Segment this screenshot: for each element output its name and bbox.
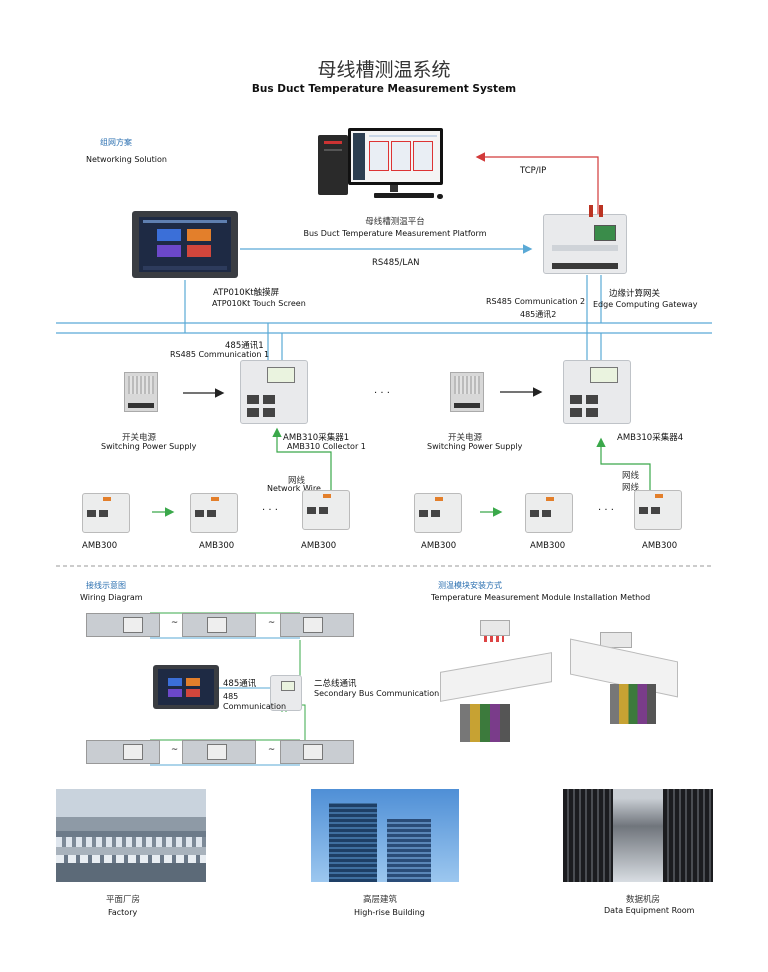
secondary-label-cn: 二总线通讯 (314, 679, 357, 689)
wiring-heading-cn: 接线示意图 (86, 581, 126, 590)
server-tower (318, 135, 348, 195)
keyboard (374, 193, 434, 198)
tilde-4: ~ (268, 745, 276, 755)
tcpip-label: TCP/IP (520, 166, 547, 176)
netwire2-label-1: 网线 (622, 471, 640, 481)
data-room-photo (563, 789, 713, 882)
ellipsis-middle: · · · (374, 388, 390, 399)
rs485c1-label-cn: 485通讯1 (225, 341, 264, 351)
wiring-touch-screen (153, 665, 219, 709)
title-cn: 母线槽测温系统 (317, 59, 451, 81)
comm485-label-cn: 485通讯 (223, 679, 257, 689)
amb300-module-2 (190, 493, 238, 533)
amb300-label-5: AMB300 (530, 541, 566, 551)
amb300-label-4: AMB300 (421, 541, 457, 551)
psu1-label-en: Switching Power Supply (101, 442, 197, 451)
rs485c2-label-cn: 485通讯2 (520, 310, 557, 319)
networking-heading-en: Networking Solution (86, 155, 167, 164)
tilde-1: ~ (171, 618, 179, 628)
amb300-module-4 (414, 493, 462, 533)
amb300-label-2: AMB300 (199, 541, 235, 551)
wiring-heading-en: Wiring Diagram (80, 593, 143, 602)
comm485-label-en2: Communication (223, 702, 287, 711)
amb300-module-6 (634, 490, 682, 530)
rs485c2-label-en: RS485 Communication 2 (486, 297, 586, 306)
building-label-en: High-rise Building (354, 908, 425, 917)
monitor (348, 128, 443, 185)
high-rise-building-photo (311, 789, 459, 882)
netwire-label-cn: 网线 (288, 476, 306, 486)
amb300-label-3: AMB300 (301, 541, 337, 551)
install-illustration-1 (440, 620, 552, 745)
install-heading-cn: 测温模块安装方式 (438, 581, 502, 590)
platform-label-en: Bus Duct Temperature Measurement Platfor… (303, 229, 487, 238)
touch-screen-device (132, 211, 238, 278)
monitor-stand (390, 185, 398, 192)
netwire-label-en: Network Wire (267, 484, 321, 493)
collector1-label-en: AMB310 Collector 1 (287, 442, 366, 451)
rs485c1-label-en: RS485 Communication 1 (170, 350, 270, 359)
rs485lan-label: RS485/LAN (372, 258, 420, 268)
gateway-label-en: Edge Computing Gateway (593, 300, 698, 309)
networking-heading-cn: 组网方案 (100, 138, 132, 147)
amb300-module-5 (525, 493, 573, 533)
power-supply-1 (124, 372, 158, 412)
amb300-module-3 (302, 490, 350, 530)
collector1-label-cn: AMB310采集器1 (283, 433, 350, 443)
wiring-collector (270, 675, 302, 711)
busbar-segment-5 (182, 740, 256, 764)
amb310-collector-1 (240, 360, 308, 424)
edge-gateway-device (543, 205, 627, 274)
psu2-label-en: Switching Power Supply (427, 442, 523, 451)
factory-label-cn: 平面厂房 (106, 895, 141, 905)
busbar-segment-4 (86, 740, 160, 764)
collector4-label-cn: AMB310采集器4 (617, 433, 684, 443)
netwire2-label-2: 网线 (622, 483, 640, 493)
psu2-label-cn: 开关电源 (448, 433, 483, 443)
amb300-label-1: AMB300 (82, 541, 118, 551)
ellipsis-left: · · · (262, 505, 278, 516)
install-heading-en: Temperature Measurement Module Installat… (431, 593, 651, 602)
busbar-segment-6 (280, 740, 354, 764)
mouse (437, 194, 443, 199)
platform-label-cn: 母线槽测温平台 (365, 217, 425, 227)
secondary-label-en: Secondary Bus Communication (314, 689, 440, 698)
ellipsis-right: · · · (598, 505, 614, 516)
install-illustration-2 (570, 632, 680, 727)
busbar-segment-1 (86, 613, 160, 637)
amb300-module-1 (82, 493, 130, 533)
factory-photo (56, 789, 206, 882)
touch-label-cn: ATP010Kt触摸屏 (213, 288, 280, 298)
busbar-segment-2 (182, 613, 256, 637)
amb310-collector-4 (563, 360, 631, 424)
comm485-label-en1: 485 (223, 692, 239, 701)
gateway-label-cn: 边缘计算网关 (609, 289, 661, 299)
tilde-2: ~ (268, 618, 276, 628)
touch-label-en: ATP010Kt Touch Screen (212, 299, 306, 308)
power-supply-2 (450, 372, 484, 412)
busbar-segment-3 (280, 613, 354, 637)
dataroom-label-en: Data Equipment Room (604, 906, 695, 915)
title-en: Bus Duct Temperature Measurement System (251, 83, 517, 95)
tilde-3: ~ (171, 745, 179, 755)
psu1-label-cn: 开关电源 (122, 433, 157, 443)
building-label-cn: 高层建筑 (363, 895, 398, 905)
amb300-label-6: AMB300 (642, 541, 678, 551)
factory-label-en: Factory (108, 908, 138, 917)
dataroom-label-cn: 数据机房 (626, 895, 661, 905)
